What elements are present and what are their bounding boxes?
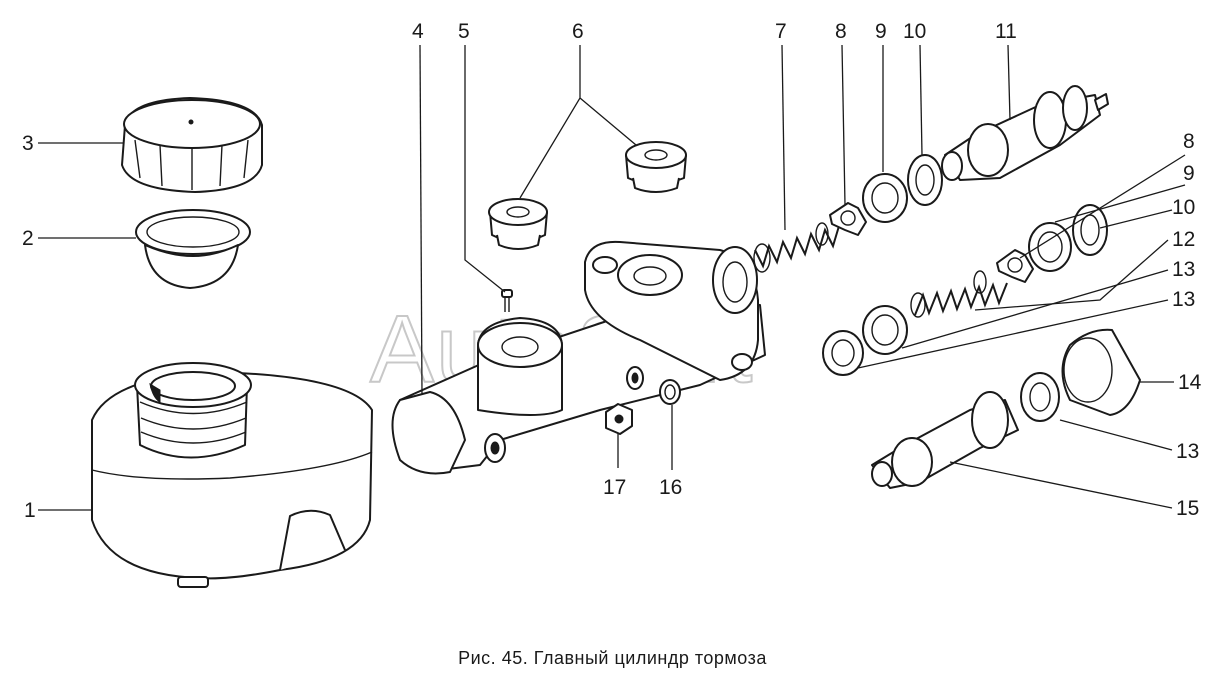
seal-ring-13-upper xyxy=(862,305,908,355)
secondary-piston xyxy=(871,391,1019,489)
callout-17-label: 17 xyxy=(603,476,626,499)
fluid-reservoir xyxy=(91,362,373,588)
callout-10-label: 10 xyxy=(903,20,926,43)
callout-1-label: 3 xyxy=(22,132,34,155)
primary-spring xyxy=(753,222,840,273)
callout-3-label: 1 xyxy=(24,499,36,522)
callout-9-label: 9 xyxy=(875,20,887,43)
secondary-spring xyxy=(910,270,1008,318)
grommet-seals xyxy=(488,141,687,250)
cylinder-body xyxy=(391,240,766,475)
spring-seat-lower xyxy=(996,249,1034,283)
callout-numbers: 3 2 1 4 5 6 7 8 9 10 11 8 9 10 12 13 13 … xyxy=(22,20,1202,522)
reservoir-cap xyxy=(121,97,263,193)
callout-4-label: 4 xyxy=(412,20,424,43)
callout-15-label: 15 xyxy=(1176,497,1199,520)
callout-16-label: 16 xyxy=(659,476,682,499)
cup-seal-lower xyxy=(1028,222,1072,272)
callout-13b-label: 13 xyxy=(1172,288,1195,311)
primary-piston xyxy=(941,85,1109,181)
seal-ring-13-middle xyxy=(822,330,864,376)
callout-8-label: 8 xyxy=(835,20,847,43)
callout-5-label: 5 xyxy=(458,20,470,43)
figure-caption: Рис. 45. Главный цилиндр тормоза xyxy=(458,648,767,668)
seal-ring-13-lower xyxy=(1020,372,1060,422)
nut xyxy=(605,403,633,435)
cup-seal-upper xyxy=(862,173,908,223)
callout-10b-label: 10 xyxy=(1172,196,1195,219)
callout-8b-label: 8 xyxy=(1183,130,1195,153)
spring-seat-upper xyxy=(829,202,867,236)
callout-13c-label: 13 xyxy=(1176,440,1199,463)
callout-7-label: 7 xyxy=(775,20,787,43)
callout-12-label: 12 xyxy=(1172,228,1195,251)
callout-9b-label: 9 xyxy=(1183,162,1195,185)
ring-upper xyxy=(907,154,943,206)
callout-11-label: 11 xyxy=(995,20,1017,43)
leader-lines xyxy=(38,44,1186,511)
callout-6-label: 6 xyxy=(572,20,584,43)
callout-13a-label: 13 xyxy=(1172,258,1195,281)
callout-2-label: 2 xyxy=(22,227,34,250)
filter-strainer xyxy=(135,209,251,289)
spring-washer xyxy=(659,379,681,405)
callout-14-label: 14 xyxy=(1178,371,1202,394)
guide-sleeve xyxy=(1061,328,1141,416)
